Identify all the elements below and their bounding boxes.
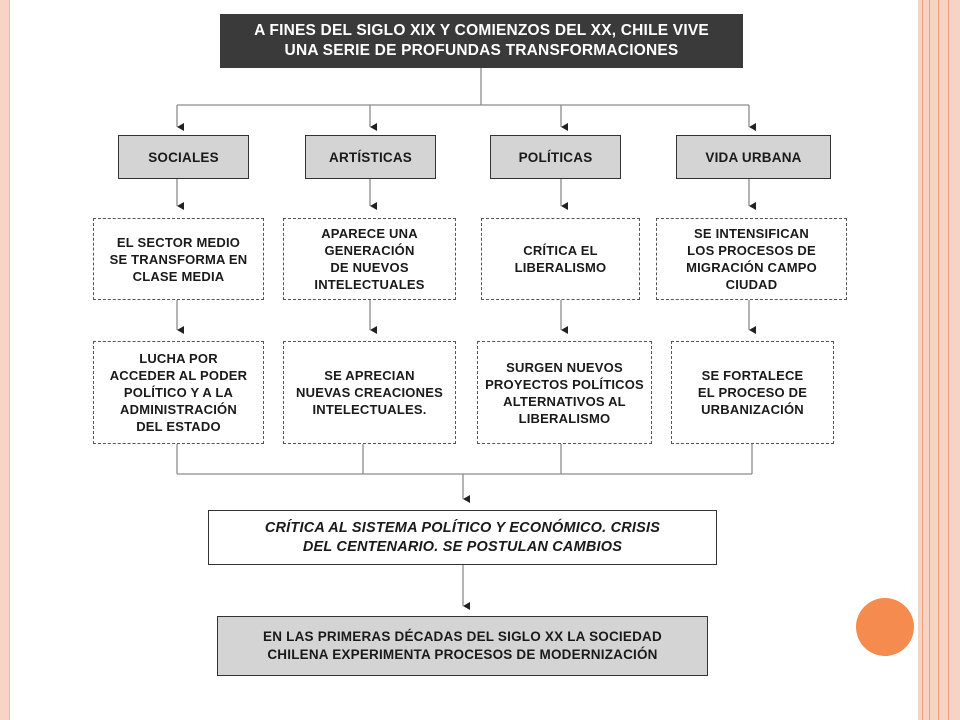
effect-box-vida-urbana: SE FORTALECE EL PROCESO DE URBANIZACIÓN bbox=[671, 341, 834, 444]
conclusion-text: EN LAS PRIMERAS DÉCADAS DEL SIGLO XX LA … bbox=[263, 629, 662, 662]
category-label: VIDA URBANA bbox=[705, 149, 802, 165]
change-text: EL SECTOR MEDIO SE TRANSFORMA EN CLASE M… bbox=[109, 234, 248, 284]
change-text: APARECE UNA GENERACIÓN DE NUEVOS INTELEC… bbox=[314, 226, 425, 292]
effect-box-artisticas: SE APRECIAN NUEVAS CREACIONES INTELECTUA… bbox=[283, 341, 456, 444]
conclusion-box: EN LAS PRIMERAS DÉCADAS DEL SIGLO XX LA … bbox=[217, 616, 708, 676]
change-box-artisticas: APARECE UNA GENERACIÓN DE NUEVOS INTELEC… bbox=[283, 218, 456, 300]
effect-text: LUCHA POR ACCEDER AL PODER POLÍTICO Y A … bbox=[109, 351, 248, 434]
category-label: POLÍTICAS bbox=[518, 149, 593, 165]
category-politicas: POLÍTICAS bbox=[490, 135, 621, 179]
slide-frame-left bbox=[0, 0, 10, 720]
category-vida-urbana: VIDA URBANA bbox=[676, 135, 831, 179]
change-box-politicas: CRÍTICA EL LIBERALISMO bbox=[481, 218, 640, 300]
effect-box-politicas: SURGEN NUEVOS PROYECTOS POLÍTICOS ALTERN… bbox=[477, 341, 652, 444]
category-label: SOCIALES bbox=[148, 149, 219, 165]
category-label: ARTÍSTICAS bbox=[329, 149, 412, 165]
change-text: CRÍTICA EL LIBERALISMO bbox=[514, 243, 607, 275]
effect-box-sociales: LUCHA POR ACCEDER AL PODER POLÍTICO Y A … bbox=[93, 341, 264, 444]
accent-circle bbox=[856, 598, 914, 656]
category-artisticas: ARTÍSTICAS bbox=[305, 135, 436, 179]
category-sociales: SOCIALES bbox=[118, 135, 249, 179]
effect-text: SE APRECIAN NUEVAS CREACIONES INTELECTUA… bbox=[296, 368, 443, 417]
effect-text: SURGEN NUEVOS PROYECTOS POLÍTICOS ALTERN… bbox=[485, 359, 644, 426]
diagram-title-text: A FINES DEL SIGLO XIX Y COMIENZOS DEL XX… bbox=[254, 22, 709, 59]
change-box-vida-urbana: SE INTENSIFICAN LOS PROCESOS DE MIGRACIÓ… bbox=[656, 218, 847, 300]
change-box-sociales: EL SECTOR MEDIO SE TRANSFORMA EN CLASE M… bbox=[93, 218, 264, 300]
critique-text: CRÍTICA AL SISTEMA POLÍTICO Y ECONÓMICO.… bbox=[264, 519, 661, 555]
change-text: SE INTENSIFICAN LOS PROCESOS DE MIGRACIÓ… bbox=[686, 226, 817, 292]
slide-frame-right bbox=[918, 0, 960, 720]
diagram-title: A FINES DEL SIGLO XIX Y COMIENZOS DEL XX… bbox=[220, 14, 743, 68]
effect-text: SE FORTALECE EL PROCESO DE URBANIZACIÓN bbox=[697, 368, 808, 417]
critique-box: CRÍTICA AL SISTEMA POLÍTICO Y ECONÓMICO.… bbox=[208, 510, 717, 565]
